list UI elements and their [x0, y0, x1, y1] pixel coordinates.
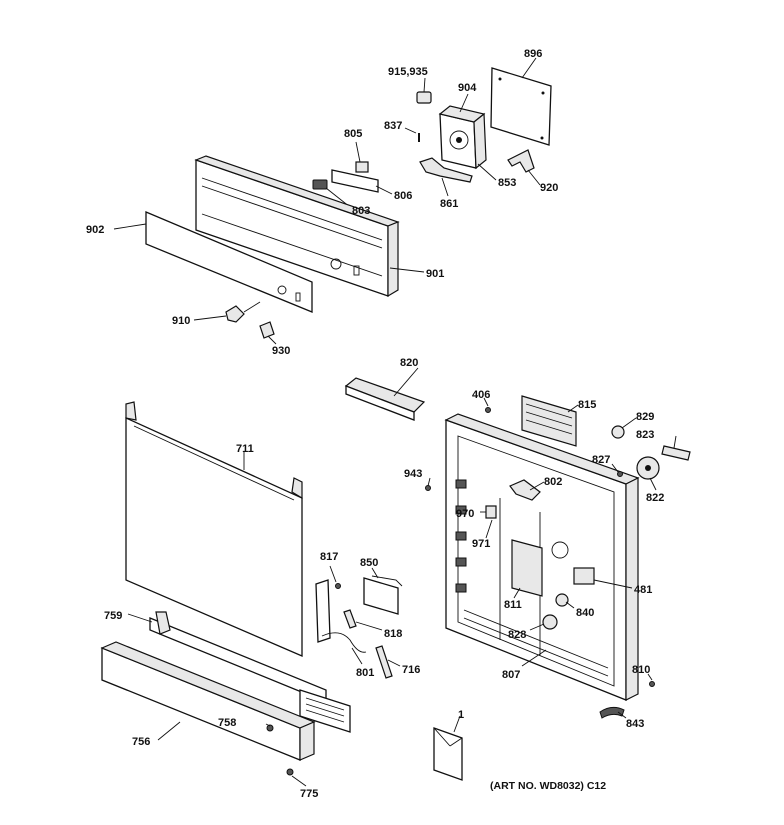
label-837: 837 — [384, 120, 402, 132]
leader-853 — [477, 163, 497, 181]
label-823: 823 — [636, 429, 654, 441]
label-817: 817 — [320, 551, 338, 563]
label-481: 481 — [634, 584, 652, 596]
part-806-switch-plate — [331, 141, 393, 195]
part-820-handle — [344, 367, 426, 421]
part-915-knob — [416, 77, 432, 104]
part-775-screw — [286, 768, 307, 787]
label-829: 829 — [636, 411, 654, 423]
label-850: 850 — [360, 557, 378, 569]
label-910: 910 — [172, 315, 190, 327]
label-807: 807 — [502, 669, 520, 681]
label-801: 801 — [356, 667, 374, 679]
label-822: 822 — [646, 492, 664, 504]
part-716-strip — [375, 645, 401, 679]
label-861: 861 — [440, 198, 458, 210]
part-822-gear — [636, 456, 660, 491]
label-840: 840 — [576, 607, 594, 619]
part-810-screw — [647, 673, 655, 687]
part-818-clip — [343, 609, 383, 631]
label-716: 716 — [402, 664, 420, 676]
art-number-caption: (ART NO. WD8032) C12 — [490, 780, 606, 792]
part-904-timer — [438, 93, 487, 170]
part-920-bracket — [507, 149, 541, 186]
label-805: 805 — [344, 128, 362, 140]
part-756-toe-kick — [100, 641, 351, 761]
label-904: 904 — [458, 82, 477, 94]
label-901: 901 — [426, 268, 444, 280]
label-820: 820 — [400, 357, 418, 369]
label-843: 843 — [626, 718, 644, 730]
part-1-literature — [433, 715, 463, 781]
part-711-door-panel — [125, 401, 303, 657]
part-828-rinse-cap — [529, 614, 558, 631]
part-481-switch — [573, 567, 633, 589]
label-971: 971 — [472, 538, 490, 550]
part-896-cover-plate — [490, 57, 552, 146]
label-943: 943 — [404, 468, 422, 480]
part-943-screw — [425, 477, 431, 491]
label-896: 896 — [524, 48, 542, 60]
part-815-vent — [521, 395, 579, 447]
part-910-knob — [193, 301, 261, 323]
label-406: 406 — [472, 389, 490, 401]
part-801-spring — [321, 632, 367, 665]
label-759: 759 — [104, 610, 122, 622]
part-861-lever — [419, 157, 473, 197]
part-759-rail — [127, 611, 327, 703]
label-711: 711 — [236, 443, 254, 455]
callout-labels: 896 915,935 904 837 805 853 920 861 806 … — [86, 48, 664, 800]
part-827-screw — [611, 463, 623, 477]
label-853: 853 — [498, 177, 516, 189]
part-850-plate — [363, 567, 403, 615]
label-815: 815 — [578, 399, 596, 411]
label-775: 775 — [300, 788, 318, 800]
part-837-pin — [404, 127, 420, 142]
label-806: 806 — [394, 190, 412, 202]
label-818: 818 — [384, 628, 402, 640]
label-827: 827 — [592, 454, 610, 466]
label-970: 970 — [456, 508, 474, 520]
part-817-hinge-bracket — [315, 565, 341, 643]
label-930: 930 — [272, 345, 290, 357]
part-930-button — [259, 321, 277, 345]
label-803: 803 — [352, 205, 370, 217]
label-811: 811 — [504, 599, 522, 611]
part-902-overlay — [113, 211, 313, 313]
label-802: 802 — [544, 476, 562, 488]
part-971-clip — [485, 519, 493, 539]
label-758: 758 — [218, 717, 236, 729]
part-840-bracket — [555, 593, 575, 609]
part-843-strip — [599, 706, 627, 719]
label-920: 920 — [540, 182, 558, 194]
label-1: 1 — [458, 709, 464, 721]
part-811-dispenser — [511, 539, 569, 599]
part-829-knob — [611, 417, 637, 439]
label-810: 810 — [632, 664, 650, 676]
part-823-lever — [661, 435, 691, 461]
label-828: 828 — [508, 629, 526, 641]
part-901-control-panel — [194, 155, 425, 298]
part-406-screw — [483, 397, 491, 413]
part-970-clip — [480, 505, 497, 519]
label-756: 756 — [132, 736, 150, 748]
part-758-screw — [265, 723, 274, 732]
part-802-arm — [509, 479, 545, 501]
label-915-935: 915,935 — [388, 66, 428, 78]
label-902: 902 — [86, 224, 104, 236]
